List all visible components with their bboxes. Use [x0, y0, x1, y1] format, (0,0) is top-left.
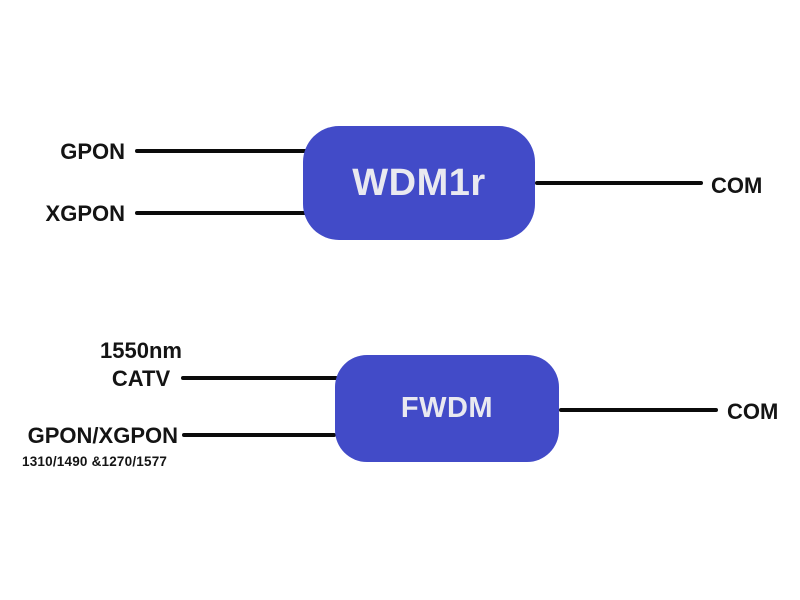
wdm1r-output-label-com: COM: [711, 173, 763, 198]
catv-label: CATV: [111, 366, 171, 391]
fwdm-box: FWDM: [335, 355, 559, 462]
wdm1r-input-label-xgpon: XGPON: [45, 201, 125, 226]
fwdm-box-title: FWDM: [400, 392, 494, 424]
fwdm-gpon-xgpon-wire: [182, 433, 336, 437]
fwdm-output-label-com: COM: [727, 399, 779, 424]
fwdm-wavelength-note: 1310/1490 &1270/1577: [22, 454, 168, 469]
wdm1r-gpon-wire: [135, 149, 307, 153]
wdm1r-com-wire: [535, 181, 703, 185]
wdm1r-xgpon-wire: [135, 211, 307, 215]
fwdm-input-label-catv: 1550nm CATV: [85, 337, 197, 393]
fwdm-input-label-gpon-xgpon: GPON/XGPON: [27, 423, 178, 448]
wdm1r-box: WDM1r: [303, 126, 535, 240]
wdm1r-input-label-gpon: GPON: [60, 139, 125, 164]
wdm1r-box-title: WDM1r: [352, 161, 486, 204]
catv-wavelength-label: 1550nm: [100, 338, 182, 363]
fwdm-com-wire: [559, 408, 718, 412]
fwdm-catv-wire: [181, 376, 338, 380]
